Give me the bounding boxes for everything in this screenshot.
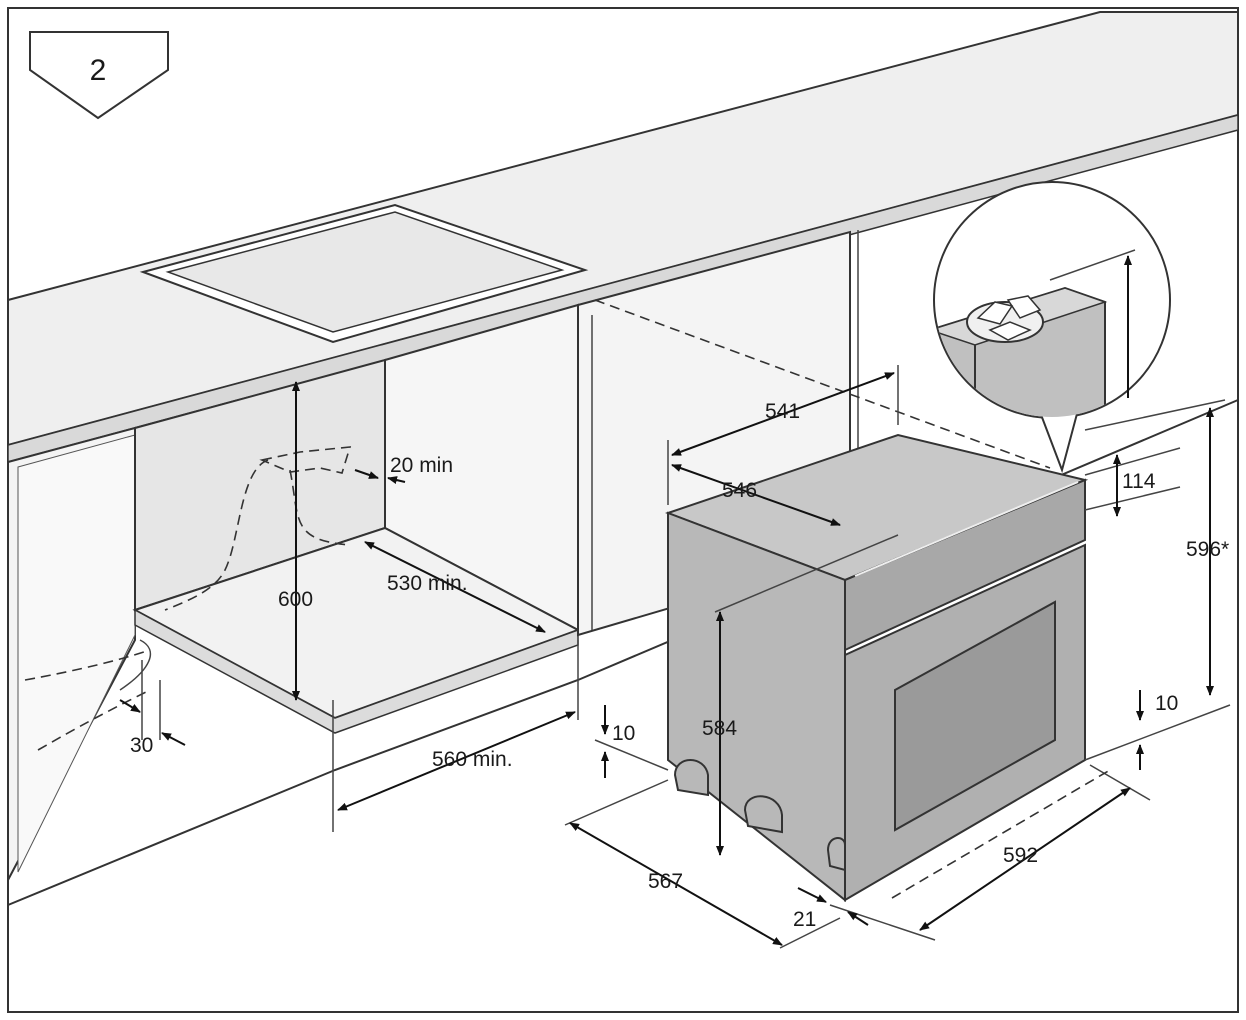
dim-rear-gap: 20 min (390, 454, 453, 477)
dim-cabinet-depth: 530 min. (387, 572, 468, 595)
dim-body-depth: 567 (648, 870, 683, 893)
dim-cabinet-width: 560 min. (432, 748, 513, 771)
dim-front-thickness: 21 (793, 908, 816, 931)
dim-foot-clearance-right: 10 (1155, 692, 1178, 715)
left-cabinet-door (17, 434, 136, 873)
step-number: 2 (90, 54, 107, 87)
countertop-edge (7, 114, 1239, 463)
dim-overall-height: 596* (1186, 538, 1229, 561)
dim-panel-height: 114 (1122, 470, 1156, 493)
dim-oven-top-width: 541 (765, 400, 800, 423)
dim-foot-clearance-left: 10 (612, 722, 635, 745)
dim-front-width: 592 (1003, 844, 1038, 867)
step-badge (29, 31, 169, 120)
dim-floor-gap: 30 (130, 734, 153, 757)
hob-glass (165, 211, 565, 333)
dim-oven-top-depth: 546 (722, 479, 757, 502)
oven-window (894, 600, 1056, 832)
dim-body-height: 584 (702, 717, 737, 740)
countertop (7, 11, 1239, 447)
dim-cabinet-height: 600 (278, 588, 313, 611)
